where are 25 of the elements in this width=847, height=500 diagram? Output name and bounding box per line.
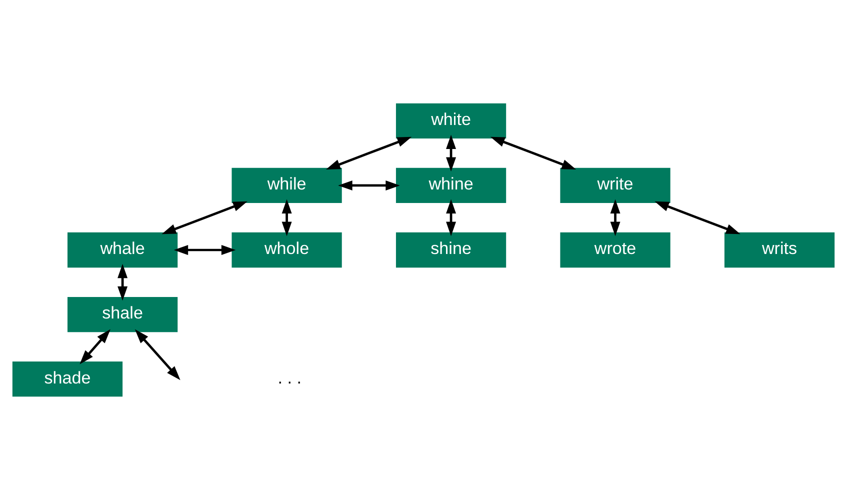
node-box: wrote xyxy=(560,232,670,268)
arrow xyxy=(654,201,740,234)
arrow xyxy=(134,329,180,380)
arrow xyxy=(338,180,400,190)
arrow xyxy=(162,201,248,234)
arrow xyxy=(446,199,456,236)
label: . . . xyxy=(278,368,302,388)
arrow xyxy=(326,136,412,170)
node-box: white xyxy=(396,103,506,138)
node-box: writs xyxy=(724,232,835,268)
node-box: shine xyxy=(396,232,506,268)
arrow xyxy=(610,199,620,236)
arrow xyxy=(282,199,292,236)
node-box: write xyxy=(560,168,670,203)
node-box: whole xyxy=(232,232,342,268)
arrow xyxy=(80,329,110,364)
arrow xyxy=(118,264,128,301)
arrow xyxy=(446,134,456,172)
arrow xyxy=(490,136,576,170)
node-box: shade xyxy=(12,362,123,397)
node-box: whale xyxy=(67,232,178,268)
arrow xyxy=(174,245,236,255)
node-box: shale xyxy=(67,297,178,332)
node-box: while xyxy=(232,168,342,203)
node-box: whine xyxy=(396,168,506,203)
